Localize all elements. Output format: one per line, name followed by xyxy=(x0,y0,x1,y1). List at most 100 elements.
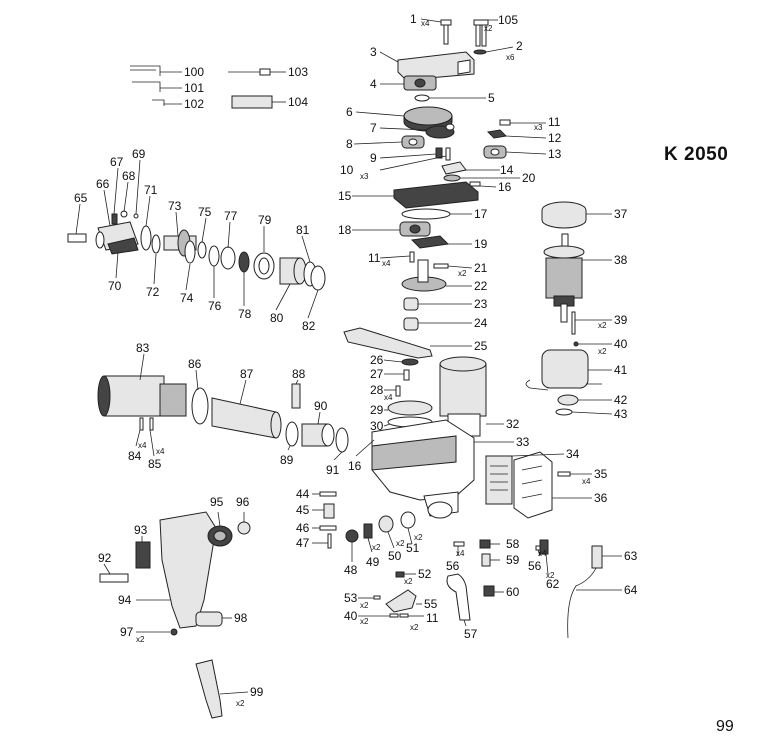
callout-7: 7 xyxy=(370,121,377,135)
callout-56b-qty: x4 xyxy=(538,549,547,558)
part-clip-62 xyxy=(539,539,549,555)
part-handle-94 xyxy=(159,511,217,629)
callout-32: 32 xyxy=(506,417,520,431)
part-ring-75 xyxy=(197,241,207,259)
part-knob-95 xyxy=(207,525,233,547)
callout-51: 51 xyxy=(406,541,420,555)
callout-28: 28 xyxy=(370,383,384,397)
callout-64: 64 xyxy=(624,583,638,597)
part-screw-28 xyxy=(395,385,401,397)
part-screw-11c xyxy=(399,613,409,618)
callout-33: 33 xyxy=(516,435,530,449)
callout-73: 73 xyxy=(168,199,182,213)
callout-14: 14 xyxy=(500,163,514,177)
callout-35: 35 xyxy=(594,467,608,481)
part-cylinder-32 xyxy=(439,356,487,437)
callout-79: 79 xyxy=(258,213,272,227)
callout-85: 85 xyxy=(148,457,162,471)
part-bearing-13 xyxy=(483,145,507,159)
part-pin-65 xyxy=(67,233,87,243)
part-plate-15 xyxy=(393,181,479,209)
callout-21: 21 xyxy=(474,261,488,275)
callout-56a-qty: x4 xyxy=(456,549,465,558)
part-screw-39 xyxy=(571,311,576,335)
part-gear-7 xyxy=(425,123,455,139)
part-ring-51 xyxy=(400,511,416,529)
callout-40a-qty: x2 xyxy=(598,347,607,356)
part-pin-46 xyxy=(319,525,337,531)
part-crank-22 xyxy=(401,259,447,292)
part-grip-99 xyxy=(195,659,223,719)
callout-102: 102 xyxy=(184,97,204,111)
callout-53: 53 xyxy=(344,591,358,605)
part-sleeve-87 xyxy=(211,397,282,439)
part-grip-98 xyxy=(195,611,223,627)
callout-69: 69 xyxy=(132,147,146,161)
part-screw-84 xyxy=(139,417,144,431)
callout-41: 41 xyxy=(614,363,628,377)
part-stator-41 xyxy=(525,349,602,391)
part-sleeve-80 xyxy=(279,257,307,285)
callout-100: 100 xyxy=(184,65,204,79)
callout-47: 47 xyxy=(296,536,310,550)
callout-4: 4 xyxy=(370,77,377,91)
callout-25: 25 xyxy=(474,339,488,353)
callout-labels: 1 x4 105 x2 2 x6 3 4 5 6 7 8 9 10 x3 11 … xyxy=(74,12,638,708)
part-screw-56a xyxy=(453,541,465,547)
part-spring-49 xyxy=(363,523,373,539)
part-screw-35 xyxy=(557,471,571,477)
model-title: K 2050 xyxy=(664,144,729,165)
part-washer-26 xyxy=(401,358,419,366)
part-pin-44 xyxy=(319,491,337,497)
part-screw-40b xyxy=(389,613,399,618)
part-bearing-20 xyxy=(443,174,461,182)
callout-87: 87 xyxy=(240,367,254,381)
callout-11b-qty: x4 xyxy=(382,259,391,268)
part-allen-key-100 xyxy=(130,65,161,76)
callout-53-qty: x2 xyxy=(360,601,369,610)
part-sleeve-63 xyxy=(591,545,603,569)
part-screw-53 xyxy=(373,595,381,600)
callout-103: 103 xyxy=(288,65,308,79)
callout-48: 48 xyxy=(344,563,358,577)
part-screw-85 xyxy=(149,417,154,431)
callout-78: 78 xyxy=(238,307,252,321)
part-spring-60 xyxy=(483,585,495,597)
part-knob-48 xyxy=(345,529,359,543)
callout-77: 77 xyxy=(224,209,238,223)
callout-49-qty: x2 xyxy=(372,543,381,552)
callout-24: 24 xyxy=(474,316,488,330)
callout-94: 94 xyxy=(118,593,132,607)
part-bearing-18 xyxy=(399,221,431,237)
part-ring-74 xyxy=(184,240,196,264)
part-lock-59 xyxy=(481,553,491,567)
callout-88: 88 xyxy=(292,367,306,381)
callout-105: 105 xyxy=(498,13,518,27)
part-barrel-83 xyxy=(97,375,187,417)
callout-18: 18 xyxy=(338,223,352,237)
part-pin-105 xyxy=(473,19,489,47)
callout-90: 90 xyxy=(314,399,328,413)
callout-68: 68 xyxy=(122,169,136,183)
part-housing-33 xyxy=(371,419,475,519)
callout-76: 76 xyxy=(208,299,222,313)
part-washer-50 xyxy=(378,515,394,533)
callout-46: 46 xyxy=(296,521,310,535)
callout-50: 50 xyxy=(388,549,402,563)
page-number: 99 xyxy=(716,718,734,735)
callout-28-qty: x4 xyxy=(384,393,393,402)
callout-85-qty: x4 xyxy=(156,447,165,456)
part-screw-11 xyxy=(499,119,511,126)
callout-8: 8 xyxy=(346,137,353,151)
callout-82: 82 xyxy=(302,319,316,333)
callout-98: 98 xyxy=(234,611,248,625)
callout-16a: 16 xyxy=(498,180,512,194)
callout-20: 20 xyxy=(522,171,536,185)
part-ring-86 xyxy=(191,387,209,425)
part-ring-91 xyxy=(335,427,349,453)
callout-13: 13 xyxy=(548,147,562,161)
part-spring-67 xyxy=(111,213,118,225)
part-ring-72 xyxy=(151,234,161,254)
part-ring-79 xyxy=(253,252,275,280)
part-ball-69 xyxy=(133,213,139,219)
